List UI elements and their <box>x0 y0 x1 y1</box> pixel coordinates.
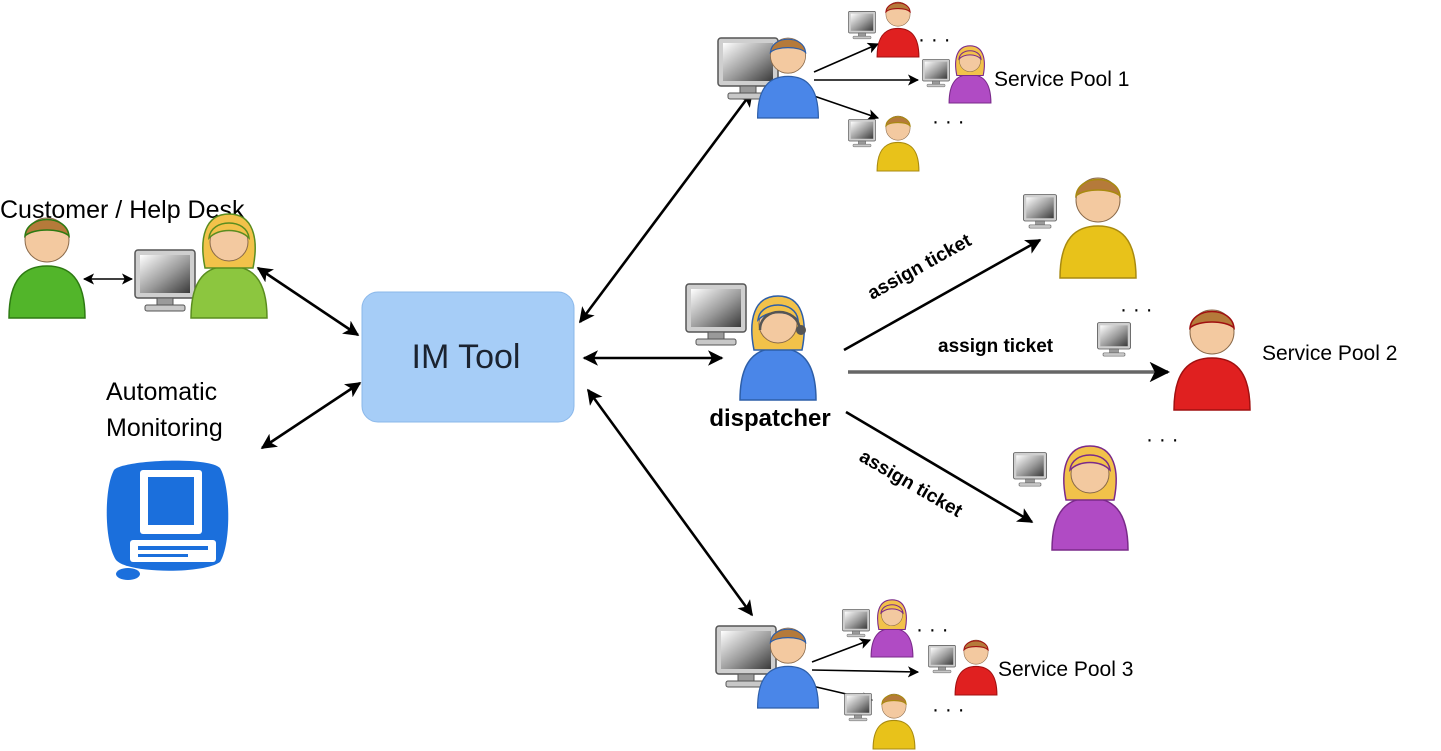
assign-ticket-top-label: assign ticket <box>864 230 975 304</box>
pool1-monitor-b-icon <box>922 59 950 88</box>
headset-icon <box>758 310 802 331</box>
service-pool-1-group: · · · · · · Service Pool 1 <box>717 1 1129 172</box>
customer-help-desk-group: Customer / Help Desk <box>0 196 268 319</box>
arrow-monitoring-imtool <box>260 381 362 450</box>
customer-person-icon <box>8 217 86 319</box>
connector-lines <box>82 42 1171 704</box>
pool3-monitor-b-icon <box>928 645 956 674</box>
automatic-label: Automatic <box>106 378 217 406</box>
im-tool-box <box>361 291 575 423</box>
customer-help-desk-label: Customer / Help Desk <box>0 196 245 224</box>
service-pool-2-group: assign ticket assign ticket assign ticke… <box>856 177 1397 551</box>
assign-ticket-middle-label: assign ticket <box>938 336 1054 357</box>
arrow-imtool-pool3 <box>586 388 754 617</box>
dispatcher-group: dispatcher <box>685 283 831 432</box>
help-desk-monitor-icon <box>134 249 196 312</box>
pool3-person-red-icon <box>954 639 998 696</box>
pool3-ellipsis-bottom-icon: · · · <box>932 698 965 721</box>
pool1-person-red-icon <box>876 1 920 58</box>
pool1-ellipsis-top-icon: · · · <box>918 28 951 51</box>
automatic-monitoring-group: Automatic Monitoring <box>106 378 229 580</box>
pool1-person-purple-icon <box>948 45 992 104</box>
pool1-arrow-a <box>813 42 880 73</box>
pool1-arrow-c <box>813 95 880 121</box>
pool1-arrows <box>813 42 920 121</box>
pool3-arrow-a <box>811 638 872 663</box>
arrow-customer-imtool <box>256 266 360 337</box>
service-pool-3-group: · · · · · · Service Pool 3 <box>715 599 1133 750</box>
pool2-ellipsis-bottom-icon: · · · <box>1146 428 1179 451</box>
pool3-person-yellow-icon <box>872 693 916 750</box>
pool2-person-yellow-icon <box>1059 177 1137 279</box>
pool2-person-red-icon <box>1173 309 1251 411</box>
pool2-person-purple-icon <box>1051 445 1129 551</box>
assign-ticket-bottom-label: assign ticket <box>856 446 967 522</box>
service-pool-1-label: Service Pool 1 <box>994 68 1129 91</box>
pool1-monitor-a-icon <box>848 11 876 40</box>
pool1-person-yellow-icon <box>876 115 920 172</box>
pool3-monitor-c-icon <box>844 693 872 722</box>
pool3-ellipsis-top-icon: · · · <box>916 618 949 641</box>
pool3-monitor-a-icon <box>842 609 870 638</box>
pool1-ellipsis-bottom-icon: · · · <box>932 110 965 133</box>
arrow-assign-bottom <box>845 410 1034 524</box>
im-tool-label: IM Tool <box>412 338 521 376</box>
dispatcher-monitor-icon <box>685 283 747 346</box>
arrow-imtool-pool1 <box>578 90 754 324</box>
pool3-person-purple-icon <box>870 599 914 658</box>
pool2-ellipsis-top-icon: · · · <box>1120 298 1153 321</box>
help-desk-person-icon <box>190 213 268 319</box>
computer-icon <box>106 460 229 580</box>
im-tool-node: IM Tool <box>361 291 575 423</box>
arrow-assign-top <box>843 238 1042 352</box>
monitoring-label: Monitoring <box>106 414 223 442</box>
pool2-monitor-b-icon <box>1097 322 1131 357</box>
pool2-monitor-a-icon <box>1023 194 1057 229</box>
service-pool-3-label: Service Pool 3 <box>998 658 1133 681</box>
pool3-arrow-b <box>811 666 920 678</box>
pool2-monitor-c-icon <box>1013 452 1047 487</box>
service-pool-2-label: Service Pool 2 <box>1262 342 1397 365</box>
pool1-monitor-c-icon <box>848 119 876 148</box>
dispatcher-label: dispatcher <box>709 405 830 432</box>
